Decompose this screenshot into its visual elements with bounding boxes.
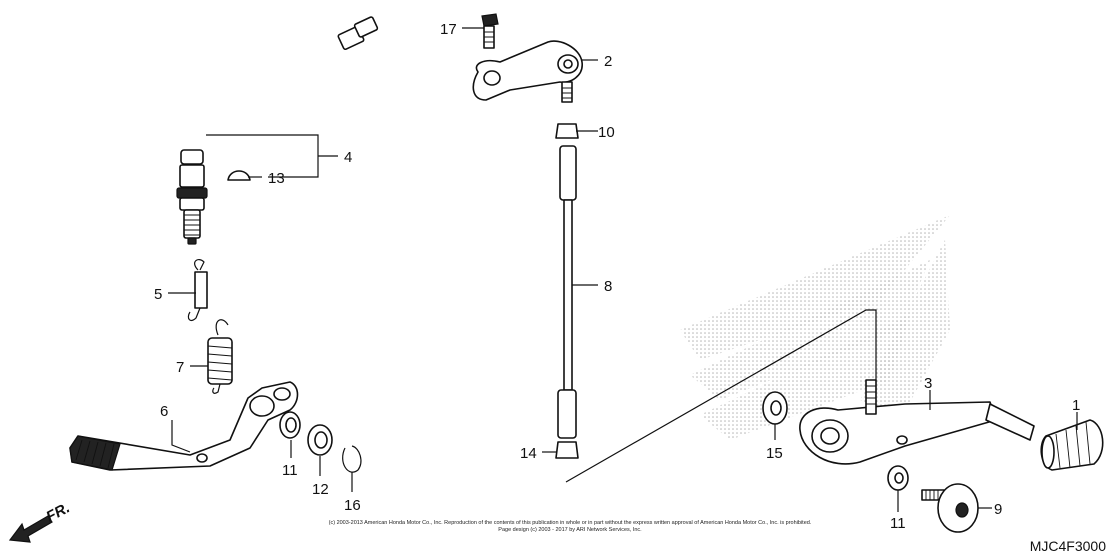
- shift-lever-part-3[interactable]: [799, 379, 1035, 465]
- copyright-line-1: (c) 2003-2013 American Honda Motor Co., …: [328, 520, 812, 526]
- label-16: 16: [344, 497, 361, 514]
- label-8: 8: [604, 278, 612, 295]
- washer-part-12[interactable]: [307, 424, 333, 456]
- label-10: 10: [598, 124, 615, 141]
- label-12: 12: [312, 481, 329, 498]
- leader-lines: [168, 27, 1078, 512]
- washer-part-11-right[interactable]: [887, 465, 909, 491]
- label-9: 9: [994, 501, 1002, 518]
- label-17: 17: [440, 21, 457, 38]
- label-14: 14: [520, 445, 537, 462]
- pivot-bolt-part-9[interactable]: [921, 483, 979, 533]
- bolt-part-17[interactable]: [481, 13, 499, 49]
- clip-part-13[interactable]: [227, 170, 251, 181]
- label-6: 6: [160, 403, 168, 420]
- washer-part-11-left[interactable]: [279, 411, 301, 439]
- label-15: 15: [766, 445, 783, 462]
- label-11-left: 11: [282, 462, 298, 479]
- label-4: 4: [344, 149, 352, 166]
- front-direction-arrow-icon: [8, 515, 53, 543]
- spring-part-5[interactable]: [187, 258, 208, 322]
- copyright-line-2: Page design (c) 2003 - 2017 by ARI Netwo…: [498, 527, 642, 533]
- label-1: 1: [1072, 397, 1080, 414]
- label-11-right: 11: [890, 515, 906, 532]
- label-3: 3: [924, 375, 932, 392]
- label-7: 7: [176, 359, 184, 376]
- shift-arm-part-2[interactable]: [472, 40, 583, 103]
- copyright-notice: (c) 2003-2013 American Honda Motor Co., …: [300, 520, 840, 534]
- brake-light-switch-part-4[interactable]: [176, 16, 379, 245]
- spring-part-7[interactable]: [207, 319, 233, 394]
- peg-rubber-part-1[interactable]: [1040, 419, 1104, 471]
- nut-part-14[interactable]: [555, 441, 579, 459]
- shift-rod-part-8[interactable]: [557, 145, 577, 439]
- callout-numbers: 2 17 10 4 13 5 7 6 11 12 16 8 14 15 3 1 …: [154, 21, 1080, 532]
- label-2: 2: [604, 53, 612, 70]
- washer-part-15[interactable]: [762, 391, 788, 425]
- label-5: 5: [154, 286, 162, 303]
- brake-pedal-part-6[interactable]: [69, 381, 299, 471]
- label-13: 13: [268, 170, 285, 187]
- nut-part-10[interactable]: [555, 123, 579, 139]
- watermark-wing-logo: [680, 215, 950, 440]
- snap-ring-part-16[interactable]: [342, 445, 362, 473]
- diagram-code: MJC4F3000: [1029, 538, 1106, 554]
